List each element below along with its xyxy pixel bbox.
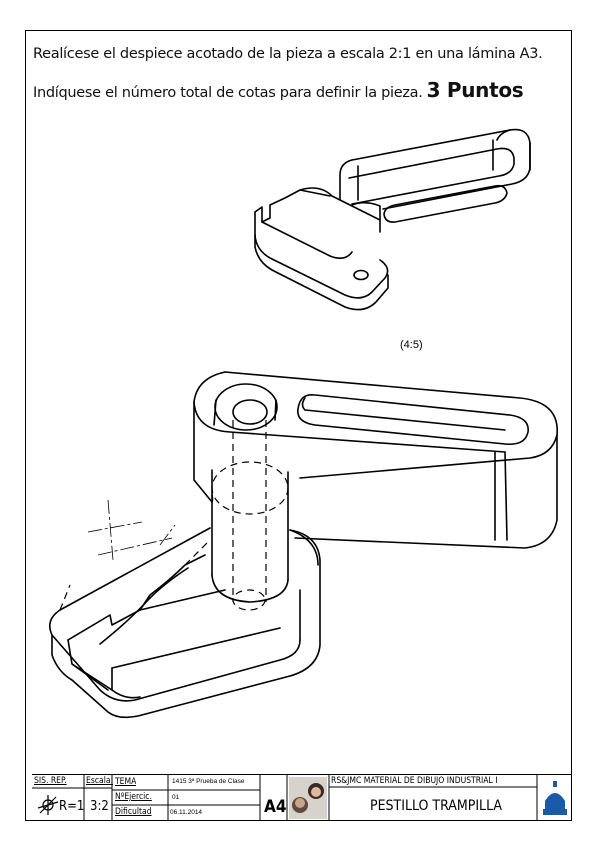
title-block: SIS. REP. Escala: TEMA 1415 3ª Prueba de… bbox=[32, 774, 572, 821]
escala-label: Escala: bbox=[86, 776, 114, 786]
tema-label: TEMA bbox=[115, 777, 137, 787]
fecha-value: 06.11.2014 bbox=[170, 809, 203, 816]
sis-rep-label: SIS. REP. bbox=[34, 776, 67, 786]
large-view-shaft bbox=[211, 469, 289, 603]
scale-note: (4:5) bbox=[400, 339, 423, 351]
large-view-lower-plate bbox=[49, 527, 321, 719]
escala-value: 3:2 bbox=[90, 799, 109, 814]
title-block-grid bbox=[32, 775, 538, 821]
part-title: PESTILLO TRAMPILLA bbox=[370, 798, 503, 814]
points-label: 3 Puntos bbox=[426, 78, 524, 102]
large-view-upper-arm bbox=[193, 371, 558, 549]
hidden-lines bbox=[59, 420, 289, 611]
r-value: R=1 bbox=[59, 799, 85, 814]
dificultad-label: Dificultad bbox=[115, 807, 152, 817]
header-text: RS&JMC MATERIAL DE DIBUJO INDUSTRIAL I bbox=[331, 776, 498, 786]
instruction-line-1: Realícese el despiece acotado de la piez… bbox=[33, 46, 543, 62]
format-value: A4 bbox=[264, 797, 287, 817]
school-logo-icon bbox=[540, 777, 570, 819]
ejercicio-label: NºEjercic. bbox=[115, 792, 152, 802]
instruction-text-2: Indíquese el número total de cotas para … bbox=[33, 85, 423, 101]
ejercicio-value: 01 bbox=[172, 794, 180, 801]
small-view-upper-arm bbox=[339, 128, 531, 223]
small-view-lower-plate bbox=[254, 187, 389, 311]
author-photos bbox=[289, 777, 327, 819]
center-lines bbox=[87, 499, 176, 561]
tema-value: 1415 3ª Prueba de Clase bbox=[172, 778, 245, 785]
projection-symbol-icon bbox=[36, 793, 60, 817]
sheet-border bbox=[25, 30, 572, 821]
instruction-line-2: Indíquese el número total de cotas para … bbox=[33, 78, 524, 102]
